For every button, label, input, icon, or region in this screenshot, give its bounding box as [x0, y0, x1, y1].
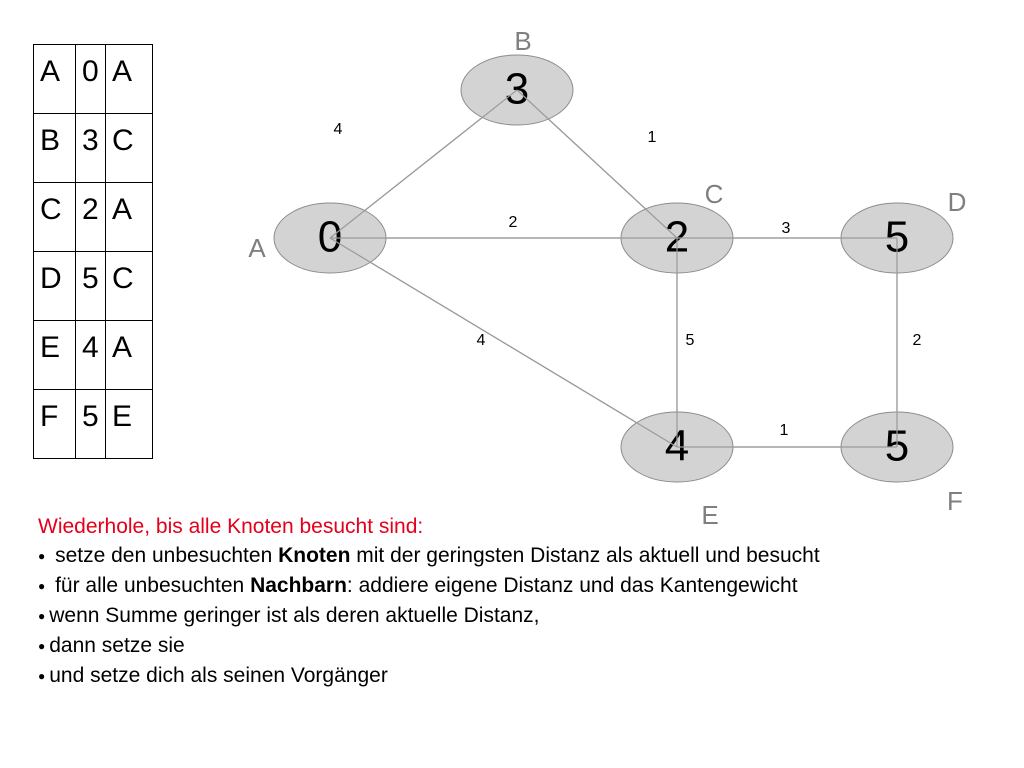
graph-node-b: 3B [460, 26, 574, 126]
distance-cell: 0 [75, 44, 106, 114]
step-text-rest: mit der geringsten Distanz als aktuell u… [350, 544, 820, 567]
predecessor-cell: E [105, 389, 153, 459]
edge-weight-c-e: 5 [686, 332, 695, 349]
node-cell: C [33, 182, 76, 252]
instruction-step: ●dann setze sie [38, 631, 820, 661]
node-cell: D [33, 251, 76, 321]
node-label: D [948, 187, 967, 217]
step-text-rest: : addiere eigene Distanz und das Kanteng… [346, 573, 798, 597]
instructions-steps: ● setze den unbesuchten Knoten mit der g… [38, 541, 820, 691]
step-keyword: Nachbarn [250, 573, 347, 597]
edge-weight-c-d: 3 [782, 220, 791, 237]
step-text: und setze dich als seinen Vorgänger [49, 663, 388, 687]
step-text: setze den unbesuchten [49, 544, 279, 567]
graph-node-f: 5F [840, 411, 963, 516]
edge-weight-e-f: 1 [780, 422, 789, 439]
predecessor-cell: C [105, 113, 153, 183]
predecessor-cell: A [105, 320, 153, 390]
distance-cell: 5 [75, 389, 106, 459]
instruction-step: ● setze den unbesuchten Knoten mit der g… [38, 541, 820, 571]
edge-weights: 4 1 2 3 4 5 2 1 [334, 121, 922, 439]
bullet-icon: ● [38, 638, 46, 653]
graph-edges-overlay [329, 89, 898, 448]
distance-cell: 2 [75, 182, 106, 252]
node-label: E [701, 500, 718, 530]
predecessor-cell: A [105, 182, 153, 252]
instruction-step: ● für alle unbesuchten Nachbarn: addiere… [38, 571, 820, 601]
edge-weight-b-c: 1 [648, 129, 657, 146]
instruction-step: ●wenn Summe geringer ist als deren aktue… [38, 601, 820, 631]
bullet-icon: ● [38, 548, 46, 563]
step-text: dann setze sie [49, 633, 185, 657]
instruction-step: ●und setze dich als seinen Vorgänger [38, 661, 820, 691]
node-cell: B [33, 113, 76, 183]
node-label: F [947, 486, 963, 516]
instructions-heading: Wiederhole, bis alle Knoten besucht sind… [38, 515, 424, 538]
node-distance: 0 [318, 213, 342, 262]
node-label: B [514, 26, 531, 56]
bullet-icon: ● [38, 578, 46, 593]
node-cell: A [33, 44, 76, 114]
edge-b-c-overlay [516, 89, 678, 239]
edge-weight-d-f: 2 [913, 332, 922, 349]
node-cell: F [33, 389, 76, 459]
graph-node-d: 5D [840, 187, 967, 274]
graph-nodes: 0A3B2C5D4E5F [248, 26, 966, 530]
node-label: A [248, 233, 266, 263]
distance-cell: 4 [75, 320, 106, 390]
bullet-icon: ● [38, 608, 46, 623]
step-text: für alle unbesuchten [49, 573, 251, 597]
node-label: C [705, 179, 724, 209]
edge-weight-a-c: 2 [509, 214, 518, 231]
step-text: wenn Summe geringer ist als deren aktuel… [49, 603, 540, 627]
edge-a-b-overlay [329, 89, 518, 239]
step-keyword: Knoten [278, 544, 351, 567]
node-distance: 3 [505, 65, 529, 114]
predecessor-cell: A [105, 44, 153, 114]
predecessor-cell: C [105, 251, 153, 321]
bullet-icon: ● [38, 668, 46, 683]
edge-a-e-overlay [329, 237, 678, 448]
graph-edges [329, 89, 898, 448]
edge-weight-a-b: 4 [334, 121, 343, 138]
edge-weight-a-e: 4 [477, 332, 486, 349]
algorithm-instructions: Wiederhole, bis alle Knoten besucht sind… [38, 512, 820, 691]
